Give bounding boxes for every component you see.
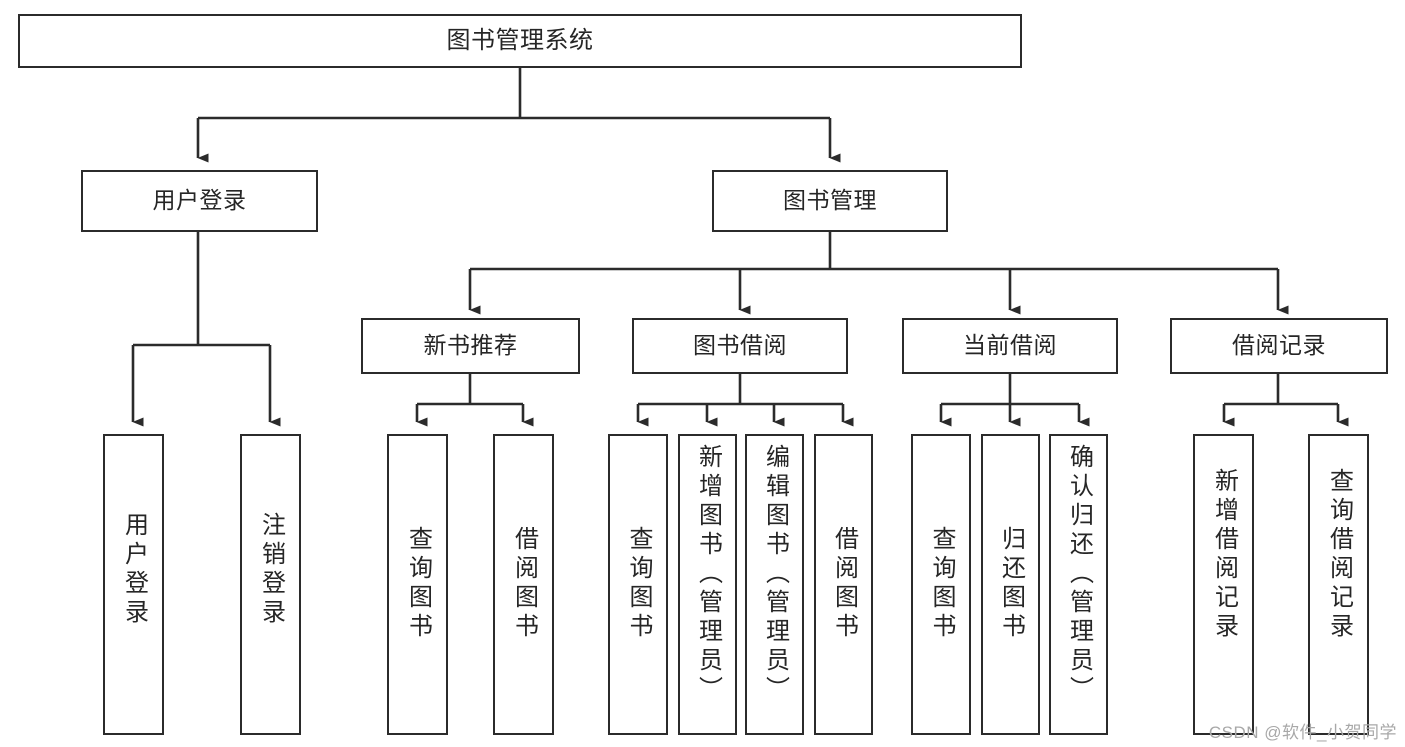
node-leaf-add-book-admin[interactable]: 新增图书（管理员） [678,434,737,735]
node-label: 借阅记录 [1232,332,1326,359]
node-label: 查询图书 [928,526,955,642]
node-leaf-return-book[interactable]: 归还图书 [981,434,1040,735]
node-leaf-query-book-current[interactable]: 查询图书 [911,434,971,735]
node-label: 注销登录 [257,512,285,628]
node-new-book-recommend[interactable]: 新书推荐 [361,318,580,374]
node-leaf-query-borrow-record[interactable]: 查询借阅记录 [1308,434,1369,735]
node-label: 借阅图书 [830,526,858,642]
watermark-csdn: CSDN @软件_小贺同学 [1208,723,1397,742]
node-label: 图书借阅 [693,332,787,359]
node-label: 新增借阅记录 [1210,468,1238,642]
node-label: 编辑图书（管理员） [761,444,789,705]
node-label: 查询图书 [404,526,432,642]
edges-userlogin-to-leaves [131,232,281,427]
node-label: 归还图书 [997,526,1025,642]
node-label: 查询图书 [625,526,652,642]
node-leaf-user-login[interactable]: 用户登录 [103,434,164,735]
node-label: 图书管理系统 [446,26,594,54]
edges-currentborrow-to-leaves [939,374,1090,427]
node-user-login[interactable]: 用户登录 [81,170,318,232]
node-leaf-borrow-book[interactable]: 借阅图书 [814,434,873,735]
node-book-management[interactable]: 图书管理 [712,170,948,232]
node-leaf-edit-book-admin[interactable]: 编辑图书（管理员） [745,434,804,735]
node-label: 新增图书（管理员） [694,444,722,705]
edges-bookborrow-to-leaves [636,374,854,427]
node-label: 图书管理 [783,187,877,214]
node-label: 确认归还（管理员） [1065,444,1093,705]
edges-borrowrecord-to-leaves [1222,374,1349,427]
node-leaf-borrow-book-recommend[interactable]: 借阅图书 [493,434,554,735]
node-label: 查询借阅记录 [1325,468,1353,642]
node-leaf-add-borrow-record[interactable]: 新增借阅记录 [1193,434,1254,735]
node-label: 借阅图书 [510,526,538,642]
node-label: 用户登录 [120,512,148,628]
node-leaf-logout[interactable]: 注销登录 [240,434,301,735]
edges-root-to-level2 [196,68,841,163]
node-label: 用户登录 [152,187,247,214]
node-label: 新书推荐 [423,332,518,359]
edges-newbook-to-leaves [415,374,534,427]
node-leaf-query-book-recommend[interactable]: 查询图书 [387,434,448,735]
node-leaf-query-book-borrow[interactable]: 查询图书 [608,434,668,735]
edges-bookmgmt-to-level3 [468,232,1289,315]
node-borrow-record[interactable]: 借阅记录 [1170,318,1388,374]
node-root-library-management-system[interactable]: 图书管理系统 [18,14,1022,68]
node-leaf-confirm-return-admin[interactable]: 确认归还（管理员） [1049,434,1108,735]
node-label: 当前借阅 [963,332,1057,359]
node-current-borrow[interactable]: 当前借阅 [902,318,1118,374]
node-book-borrow[interactable]: 图书借阅 [632,318,848,374]
